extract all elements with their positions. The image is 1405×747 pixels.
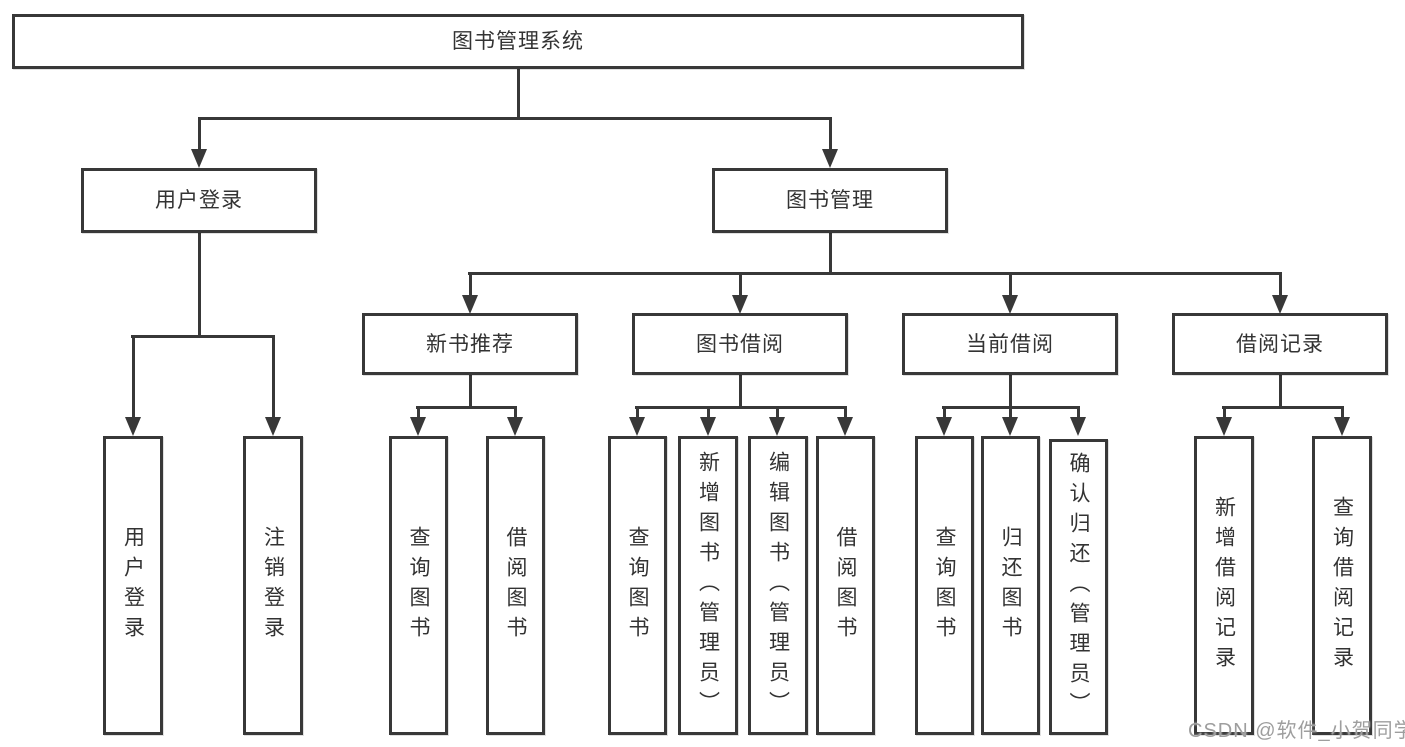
csdn-watermark: CSDN @软件_小贺同学	[1188, 720, 1405, 742]
node-leaf-query-books-borrowing: 查询图书	[608, 436, 667, 735]
arrowhead-down-icon	[837, 417, 853, 436]
node-label: 用户登录	[121, 525, 145, 646]
connector-vline	[635, 407, 639, 419]
arrowhead-down-icon	[769, 417, 785, 436]
connector-hline	[468, 271, 1282, 275]
arrowhead-down-icon	[410, 417, 426, 436]
node-leaf-add-books-admin: 新增图书（管理员）	[678, 436, 738, 735]
arrowhead-down-icon	[462, 295, 478, 314]
connector-vline	[738, 273, 742, 298]
node-label: 新增借阅记录	[1212, 495, 1236, 676]
connector-vline	[416, 407, 420, 419]
connector-vline	[828, 118, 832, 151]
connector-vline	[1340, 407, 1344, 419]
node-label: 查询图书	[626, 525, 649, 646]
node-label: 当前借阅	[966, 332, 1054, 356]
arrowhead-down-icon	[700, 417, 716, 436]
node-current-borrowing: 当前借阅	[902, 313, 1118, 375]
node-book-borrowing: 图书借阅	[632, 313, 848, 375]
connector-vline	[706, 407, 710, 419]
node-leaf-user-login: 用户登录	[103, 436, 163, 735]
arrowhead-down-icon	[191, 149, 207, 168]
connector-hline	[131, 334, 275, 338]
connector-vline	[1008, 273, 1012, 298]
connector-hline	[416, 405, 517, 409]
connector-vline	[1008, 407, 1012, 419]
node-leaf-borrow-books: 借阅图书	[816, 436, 875, 735]
connector-hline	[1222, 405, 1344, 409]
node-root: 图书管理系统	[12, 14, 1024, 69]
node-leaf-query-books-recommend: 查询图书	[389, 436, 448, 735]
node-user-login-branch: 用户登录	[81, 168, 317, 233]
arrowhead-down-icon	[732, 295, 748, 314]
node-leaf-confirm-return-admin: 确认归还（管理员）	[1049, 439, 1108, 735]
arrowhead-down-icon	[1216, 417, 1232, 436]
connector-vline	[828, 233, 832, 275]
connector-vline	[942, 407, 946, 419]
arrowhead-down-icon	[1272, 295, 1288, 314]
arrowhead-down-icon	[1070, 417, 1086, 436]
node-label: 确认归还（管理员）	[1067, 452, 1090, 722]
connector-vline	[197, 233, 201, 338]
connector-vline	[1008, 375, 1012, 409]
node-label: 图书管理	[786, 189, 874, 212]
node-leaf-add-borrow-record: 新增借阅记录	[1194, 436, 1254, 735]
node-label: 编辑图书（管理员）	[766, 450, 790, 721]
connector-vline	[468, 273, 472, 298]
node-label: 查询图书	[933, 525, 956, 646]
node-leaf-query-books-current: 查询图书	[915, 436, 974, 735]
connector-vline	[513, 407, 517, 419]
arrowhead-down-icon	[265, 417, 281, 436]
arrowhead-down-icon	[936, 417, 952, 436]
connector-vline	[131, 336, 135, 419]
connector-vline	[468, 375, 472, 409]
node-leaf-logout: 注销登录	[243, 436, 303, 735]
node-label: 注销登录	[261, 525, 285, 646]
node-label: 借阅记录	[1236, 332, 1324, 356]
connector-vline	[1076, 407, 1080, 419]
node-label: 借阅图书	[504, 525, 527, 646]
node-label: 归还图书	[999, 525, 1022, 646]
connector-hline	[198, 116, 832, 120]
node-leaf-return-books: 归还图书	[981, 436, 1040, 735]
arrowhead-down-icon	[629, 417, 645, 436]
connector-vline	[1278, 273, 1282, 298]
connector-vline	[516, 69, 520, 120]
node-label: 新增图书（管理员）	[696, 450, 720, 721]
connector-vline	[271, 336, 275, 419]
node-label: 图书借阅	[696, 332, 784, 356]
arrowhead-down-icon	[1002, 417, 1018, 436]
arrowhead-down-icon	[507, 417, 523, 436]
node-leaf-query-borrow-record: 查询借阅记录	[1312, 436, 1372, 735]
arrowhead-down-icon	[822, 149, 838, 168]
arrowhead-down-icon	[1334, 417, 1350, 436]
connector-vline	[197, 118, 201, 151]
node-leaf-borrow-books-recommend: 借阅图书	[486, 436, 545, 735]
node-label: 图书管理系统	[452, 30, 584, 53]
node-label: 新书推荐	[426, 332, 514, 356]
node-label: 查询借阅记录	[1330, 495, 1354, 676]
node-book-management-branch: 图书管理	[712, 168, 948, 233]
node-label: 查询图书	[407, 525, 430, 646]
arrowhead-down-icon	[1002, 295, 1018, 314]
connector-vline	[1222, 407, 1226, 419]
node-label: 借阅图书	[834, 525, 857, 646]
connector-vline	[738, 375, 742, 409]
connector-vline	[775, 407, 779, 419]
node-leaf-edit-books-admin: 编辑图书（管理员）	[748, 436, 808, 735]
connector-vline	[843, 407, 847, 419]
node-new-book-recommend: 新书推荐	[362, 313, 578, 375]
arrowhead-down-icon	[125, 417, 141, 436]
node-borrowing-records: 借阅记录	[1172, 313, 1388, 375]
node-label: 用户登录	[155, 189, 243, 212]
connector-vline	[1278, 375, 1282, 409]
